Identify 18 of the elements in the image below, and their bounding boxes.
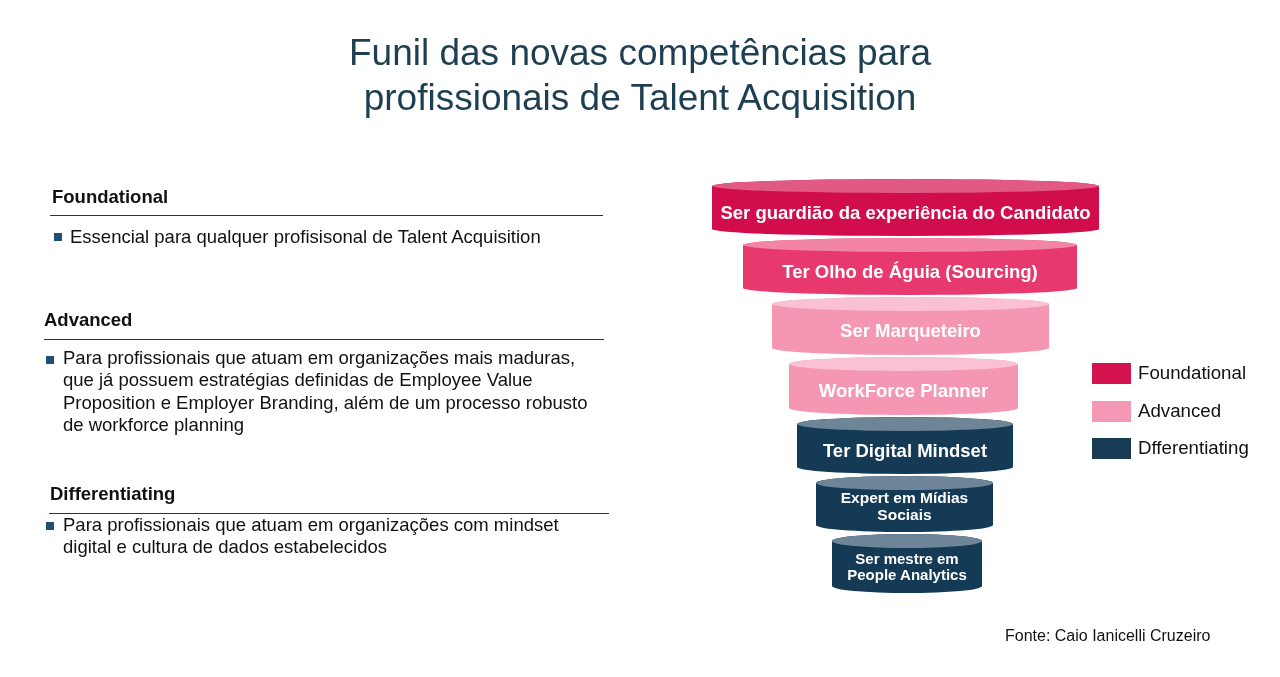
tier-label: Ter Digital Mindset (822, 439, 988, 462)
bullet-text: Para profissionais que atuam em organizações mais maduras, que já possuem estratégias definidas de Employee Value Proposition e Employer Branding, além de um processo robusto de workforce planning (63, 347, 589, 437)
source-caption: Fonte: Caio Ianicelli Cruzeiro (1005, 627, 1211, 645)
tier-label: Ser Marqueteiro (840, 320, 981, 342)
tier-label: Ser guardião da experiência do Candidato (720, 201, 1091, 224)
section-heading: Foundational (52, 186, 169, 208)
legend-label: Foundational (1138, 362, 1247, 384)
tier-label: Ter Olho de Águia (Sourcing) (782, 260, 1038, 283)
tier-label: Ser mestre em People Analytics (846, 550, 968, 584)
legend-label: Dfferentiating (1138, 437, 1249, 459)
tier-label: Expert em Mídias Sociais (839, 488, 970, 524)
section-heading: Differentiating (50, 483, 176, 505)
bullet-text: Essencial para qualquer profisisonal de Talent Acquisition (70, 226, 542, 249)
tier-label: WorkForce Planner (818, 380, 989, 402)
diagram-title: Funil das novas competências para profissionais de Talent Acquisition (347, 31, 932, 120)
section-heading: Advanced (44, 309, 133, 331)
bullet-text: Para profissionais que atuam em organizações com mindset digital e cultura de dados estabelecidos (63, 514, 560, 559)
legend-label: Advanced (1138, 400, 1222, 422)
